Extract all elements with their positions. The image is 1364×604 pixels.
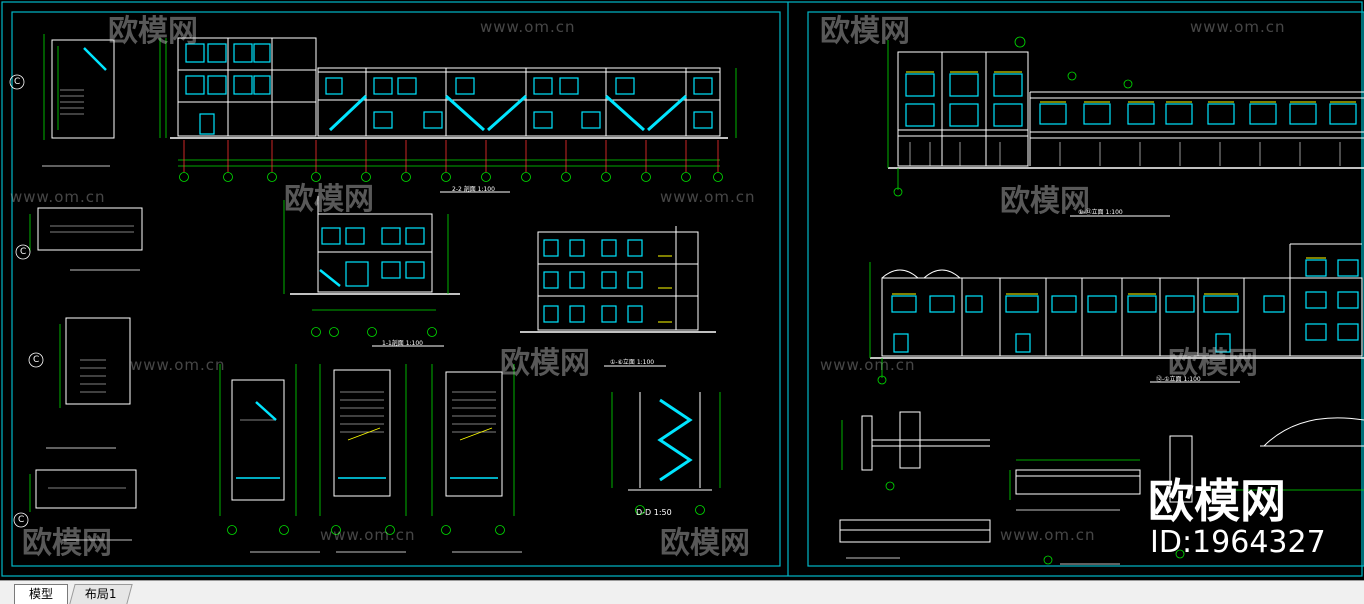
cad-model-space[interactable]: 2-2 剖面 1:100 1-1剖面 1:100 ①-⑥立面 1:100 ①-⑫… [0,0,1364,580]
axis-c-marker: C [20,247,27,257]
axis-c-marker: C [14,77,21,87]
tab-layout1[interactable]: 布局1 [69,584,133,604]
axis-c-marker: C [33,355,40,365]
top-elevation-label: ①-⑫立面 1:100 [1078,209,1123,216]
layout-tab-bar: 模型 布局1 [0,580,1364,604]
mid-elevation-label: ⑫-①立面 1:100 [1156,376,1201,383]
tab-layout1-label: 布局1 [85,587,117,601]
section-2-2-label: 2-2 剖面 1:100 [452,186,495,193]
dd-section-label: D-D 1:50 [636,508,672,517]
corner-brand-logo: 欧模网 [1148,474,1286,528]
small-elevation-label: ①-⑥立面 1:100 [610,359,655,366]
section-1-1-label: 1-1剖面 1:100 [382,340,423,347]
cad-drawing [1,1,1364,577]
tab-model[interactable]: 模型 [14,584,68,604]
asset-id-label: ID:1964327 [1150,525,1326,560]
axis-c-marker: C [18,515,25,525]
